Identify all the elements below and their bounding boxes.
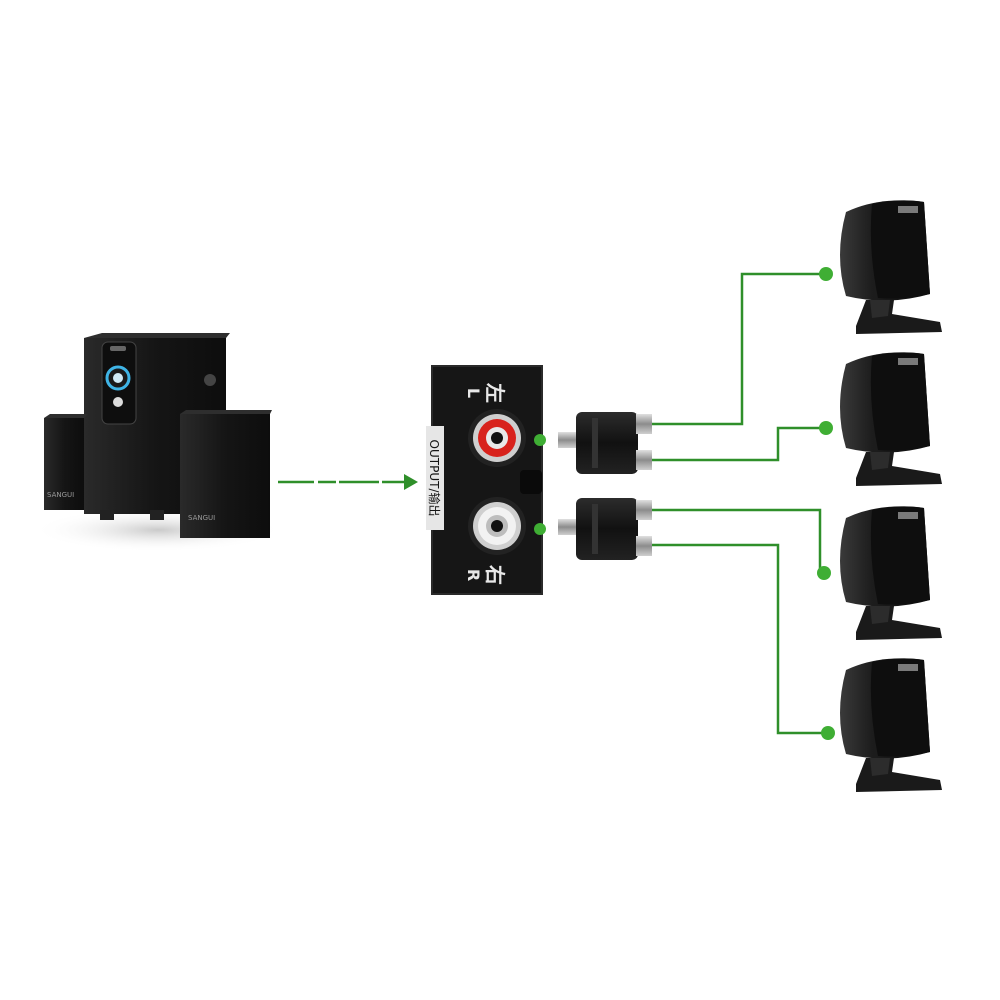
right-letter-label: R: [464, 569, 483, 581]
left-letter-label: L: [464, 388, 483, 398]
satellite-speaker-icon: [840, 200, 942, 334]
source-to-panel-arrow: [278, 474, 418, 490]
rca-y-splitter-icon: [558, 412, 652, 474]
left-cn-label: 左: [483, 383, 507, 403]
rca-y-splitter-icon: [558, 498, 652, 560]
right-cn-label: 右: [483, 565, 507, 585]
satellite-speaker-icon: [840, 658, 942, 792]
brand-label-right: SANGUI: [188, 514, 215, 522]
right-rca-jack-icon: [468, 497, 526, 555]
output-label: OUTPUT/输出: [427, 440, 442, 517]
output-wires: [652, 272, 828, 735]
wire-endpoint-dots: [817, 267, 835, 740]
speaker-system-icon: SANGUI SANGUI: [33, 333, 283, 552]
left-rca-jack-icon: [468, 409, 526, 467]
right-jack-connection-dot: [534, 523, 546, 535]
satellite-speaker-icon: [840, 506, 942, 640]
rca-output-panel-icon: 左 L OUTPUT/输出 右: [426, 365, 543, 595]
satellite-speaker-icon: [840, 352, 942, 486]
left-jack-connection-dot: [534, 434, 546, 446]
brand-label-left: SANGUI: [47, 491, 74, 499]
